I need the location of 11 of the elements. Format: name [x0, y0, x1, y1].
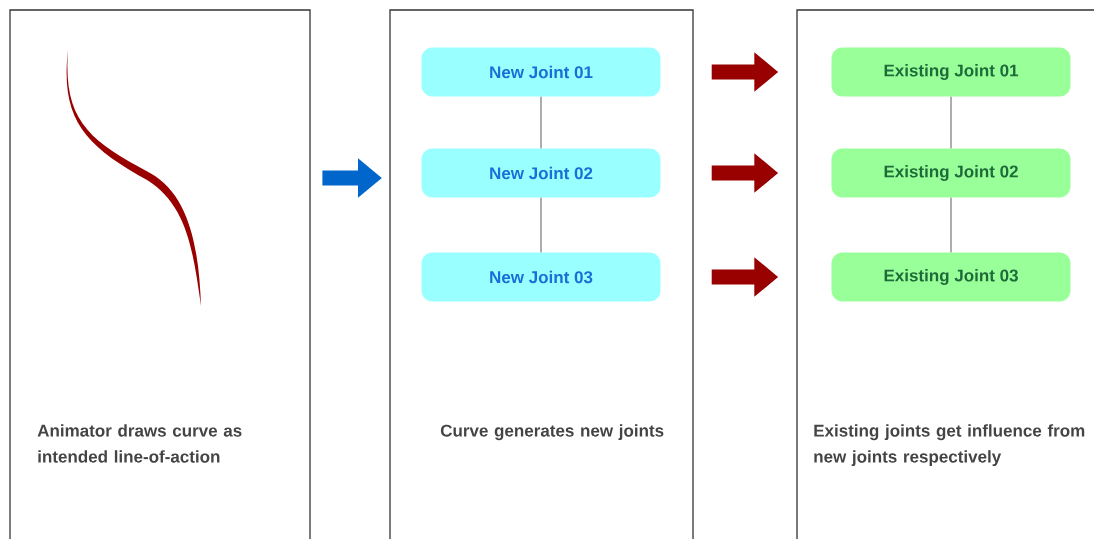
panel: Animator draws curve as intended line-of-action: [9, 9, 311, 539]
joint-box: Existing Joint 03: [831, 252, 1071, 302]
joint-box: New Joint 03: [421, 252, 661, 302]
joint-box: Existing Joint 02: [831, 148, 1071, 198]
connector-line: [540, 96, 542, 149]
joint-box: Existing Joint 01: [831, 47, 1071, 97]
joint-box: New Joint 02: [421, 148, 661, 198]
joint-box: New Joint 01: [421, 47, 661, 97]
connector-line: [950, 197, 952, 253]
connector-line: [950, 96, 952, 149]
connector-line: [540, 197, 542, 253]
